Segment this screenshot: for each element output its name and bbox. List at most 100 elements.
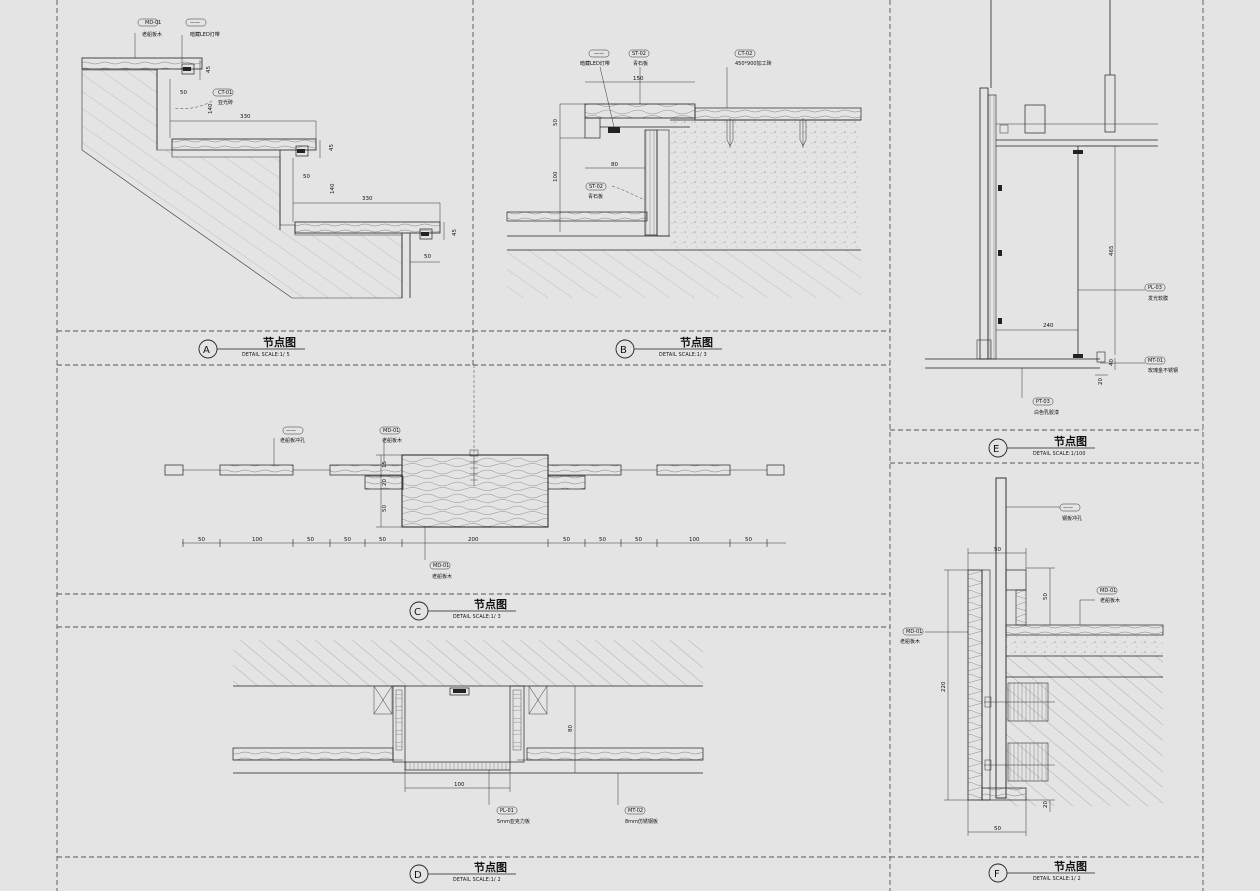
detail-f-dim-1: 50: [994, 547, 1001, 553]
detail-c-dim-7: 50: [563, 537, 570, 543]
detail-e-callout-1-code: PL-03: [1148, 285, 1162, 291]
detail-f-dim-5: 50: [994, 826, 1001, 832]
detail-b-dim-2: 50: [553, 119, 559, 126]
detail-c-callout-1-code: ——: [286, 428, 296, 434]
detail-b-callout-3-code: CT-02: [738, 51, 752, 57]
detail-d-dim-2: 80: [568, 725, 574, 732]
detail-e-dim-3: 40: [1109, 359, 1115, 366]
detail-b-labels: —— 暗藏LED灯带 ST-02 青石板 CT-02 450*900加工砖 ST…: [553, 49, 772, 200]
detail-c-dim-2: 100: [252, 537, 263, 543]
detail-c-callout-1-text: 老船板冲孔: [280, 437, 305, 444]
detail-b-dim-4: 100: [553, 171, 559, 182]
detail-a-callout-1-code: MD-01: [145, 20, 161, 26]
detail-c-callout-2-text: 老船板木: [382, 437, 402, 444]
detail-c-dim-5: 50: [379, 537, 386, 543]
detail-c-title: 节点图: [474, 597, 507, 611]
detail-e-callout-3-text: 白色乳胶漆: [1034, 409, 1059, 416]
detail-c-labels: —— 老船板冲孔 MD-01 老船板木 MD-01 老船板木 50 100 50…: [198, 426, 752, 580]
detail-a-dim-7: 140: [330, 183, 336, 194]
detail-b-callout-3-text: 450*900加工砖: [735, 60, 772, 67]
detail-b-callout-2-text: 青石板: [633, 60, 648, 67]
detail-b-title-block: B 节点图 DETAIL SCALE:1/ 3: [615, 335, 722, 359]
detail-b-drawing: [506, 66, 862, 298]
detail-c-dim-8: 50: [599, 537, 606, 543]
detail-a-dim-1: 45: [206, 66, 212, 73]
detail-c-dim-6: 200: [468, 537, 479, 543]
detail-e-labels: PL-03 发光软膜 MT-01 玫瑰金不锈钢 PT-03 白色乳胶漆 465 …: [1032, 245, 1178, 416]
detail-d-title-block: D 节点图 DETAIL SCALE:1/ 2: [409, 860, 516, 884]
detail-a-dim-3: 140: [208, 103, 214, 114]
detail-d-callout-2-text: 8mm仿锈钢板: [625, 818, 658, 825]
detail-a-title: 节点图: [263, 335, 296, 349]
detail-b-callout-4-text: 青石板: [588, 193, 603, 200]
detail-e-dim-4: 20: [1098, 378, 1104, 385]
detail-a-dim-4: 330: [240, 114, 251, 120]
detail-b-marker: B: [620, 345, 627, 356]
detail-d-callout-1-text: 5mm亚克力板: [497, 818, 530, 825]
detail-a-callout-3-code: CT-01: [218, 90, 232, 96]
detail-b-callout-1-text: 暗藏LED灯带: [580, 60, 610, 67]
detail-c-drawing: [164, 365, 786, 560]
detail-b-dim-1: 150: [633, 76, 644, 82]
detail-c-dim-10: 100: [689, 537, 700, 543]
detail-c-scale: DETAIL SCALE:1/ 3: [453, 614, 501, 620]
detail-d-marker: D: [414, 870, 422, 881]
detail-e-callout-3-code: PT-03: [1036, 399, 1050, 405]
detail-d-labels: PL-01 5mm亚克力板 MT-02 8mm仿锈钢板 100 80: [454, 725, 658, 825]
detail-a-callout-1-text: 老船板木: [142, 31, 162, 38]
detail-f-dim-3: 220: [941, 681, 947, 692]
detail-b-title: 节点图: [680, 335, 713, 349]
detail-a-scale: DETAIL SCALE:1/ 5: [242, 352, 290, 358]
detail-c-dim-12: 15: [382, 461, 388, 468]
detail-b-callout-1-code: ——: [594, 51, 604, 57]
detail-c-dim-11: 50: [745, 537, 752, 543]
detail-d-callout-2-code: MT-02: [628, 808, 643, 814]
detail-a-dim-2: 50: [180, 90, 187, 96]
detail-a-dim-5: 45: [329, 144, 335, 151]
detail-d-title: 节点图: [474, 860, 507, 874]
detail-a-callout-2-text: 暗藏LED灯带: [190, 31, 220, 38]
detail-a-marker: A: [203, 345, 210, 356]
detail-a-dim-8: 330: [362, 196, 373, 202]
detail-f-title: 节点图: [1054, 859, 1087, 873]
detail-c-marker: C: [414, 607, 421, 618]
detail-b-dim-3: 80: [611, 162, 618, 168]
detail-b-callout-4-code: ST-02: [589, 184, 603, 190]
detail-d-callout-1-code: PL-01: [500, 808, 514, 814]
detail-f-callout-3-text: 老船板木: [900, 638, 920, 645]
detail-e-marker: E: [993, 444, 999, 455]
detail-f-labels: —— 钢板冲孔 MD-01 老船板木 MD-01 老船板木 50 50 220 …: [900, 503, 1120, 832]
detail-e-dim-1: 465: [1109, 245, 1115, 256]
detail-c-dim-ticks: [182, 539, 768, 547]
detail-a-callout-2-code: ——: [190, 20, 200, 26]
detail-f-callout-2-code: MD-01: [1100, 588, 1116, 594]
detail-d-dim-1: 100: [454, 782, 465, 788]
detail-f-dim-4: 20: [1043, 801, 1049, 808]
detail-f-marker: F: [994, 869, 1000, 880]
detail-d-drawing: [232, 640, 704, 805]
sheet-frames: [56, 0, 1204, 891]
detail-f-callout-2-text: 老船板木: [1100, 597, 1120, 604]
detail-f-callout-1-text: 钢板冲孔: [1062, 515, 1082, 522]
detail-f-scale: DETAIL SCALE:1/ 2: [1033, 876, 1081, 882]
detail-f-drawing: [925, 477, 1164, 836]
detail-c-dim-3: 50: [307, 537, 314, 543]
detail-e-drawing: [925, 0, 1158, 398]
detail-d-scale: DETAIL SCALE:1/ 2: [453, 877, 501, 883]
detail-e-scale: DETAIL SCALE:1/100: [1033, 451, 1086, 457]
detail-e-callout-2-text: 玫瑰金不锈钢: [1148, 367, 1178, 374]
detail-f-dim-2: 50: [1043, 593, 1049, 600]
detail-e-dim-2: 240: [1043, 323, 1054, 329]
detail-c-callout-2-code: MD-01: [383, 428, 399, 434]
detail-f-callout-1-code: ——: [1063, 505, 1073, 511]
detail-c-dim-14: 50: [382, 505, 388, 512]
detail-c-title-block: C 节点图 DETAIL SCALE:1/ 3: [409, 597, 516, 621]
detail-b-callout-2-code: ST-02: [632, 51, 646, 57]
detail-e-title-block: E 节点图 DETAIL SCALE:1/100: [988, 434, 1095, 458]
detail-f-title-block: F 节点图 DETAIL SCALE:1/ 2: [988, 859, 1095, 883]
detail-c-dim-1: 50: [198, 537, 205, 543]
detail-a-dim-10: 50: [424, 254, 431, 260]
detail-c-callout-3-text: 老船板木: [432, 573, 452, 580]
detail-a-dim-6: 50: [303, 174, 310, 180]
